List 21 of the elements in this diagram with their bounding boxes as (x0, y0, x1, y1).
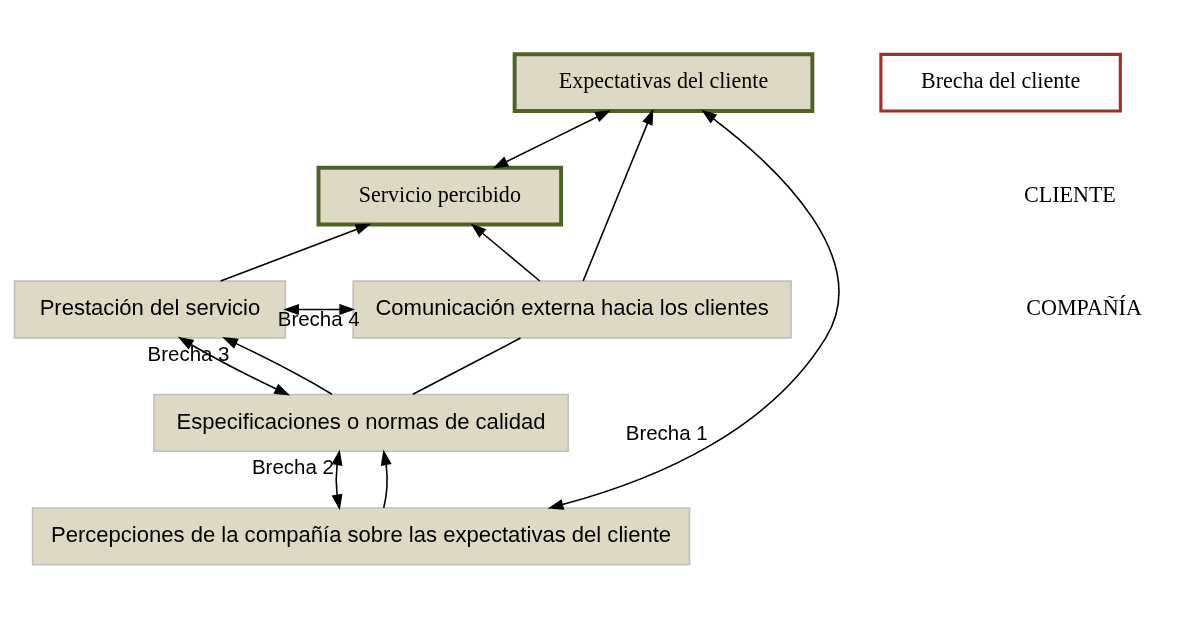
label: CLIENTE (1024, 181, 1116, 207)
label: COMPAÑÍA (1026, 295, 1142, 321)
node-box: Servicio percibido (316, 165, 564, 227)
arrow (582, 109, 654, 282)
arrow (492, 110, 611, 169)
connector (412, 337, 522, 396)
arrow (331, 449, 343, 511)
node-box: Expectativas del cliente (512, 52, 815, 113)
arrow (177, 336, 291, 396)
arrow (283, 303, 356, 316)
arrow (222, 337, 333, 396)
node-box: Especificaciones o normas de calidad (153, 393, 569, 453)
edge-label: Brecha 3 (147, 342, 230, 366)
arrow (380, 449, 392, 509)
arrow (547, 109, 840, 510)
node-box: Brecha del cliente (879, 52, 1122, 113)
arrow (219, 223, 372, 282)
edge-label: Brecha 1 (625, 420, 708, 444)
arrow (470, 223, 541, 282)
node-box: Percepciones de la compañía sobre las expectativas del cliente (31, 507, 691, 566)
edge-label: Brecha 2 (251, 455, 334, 479)
